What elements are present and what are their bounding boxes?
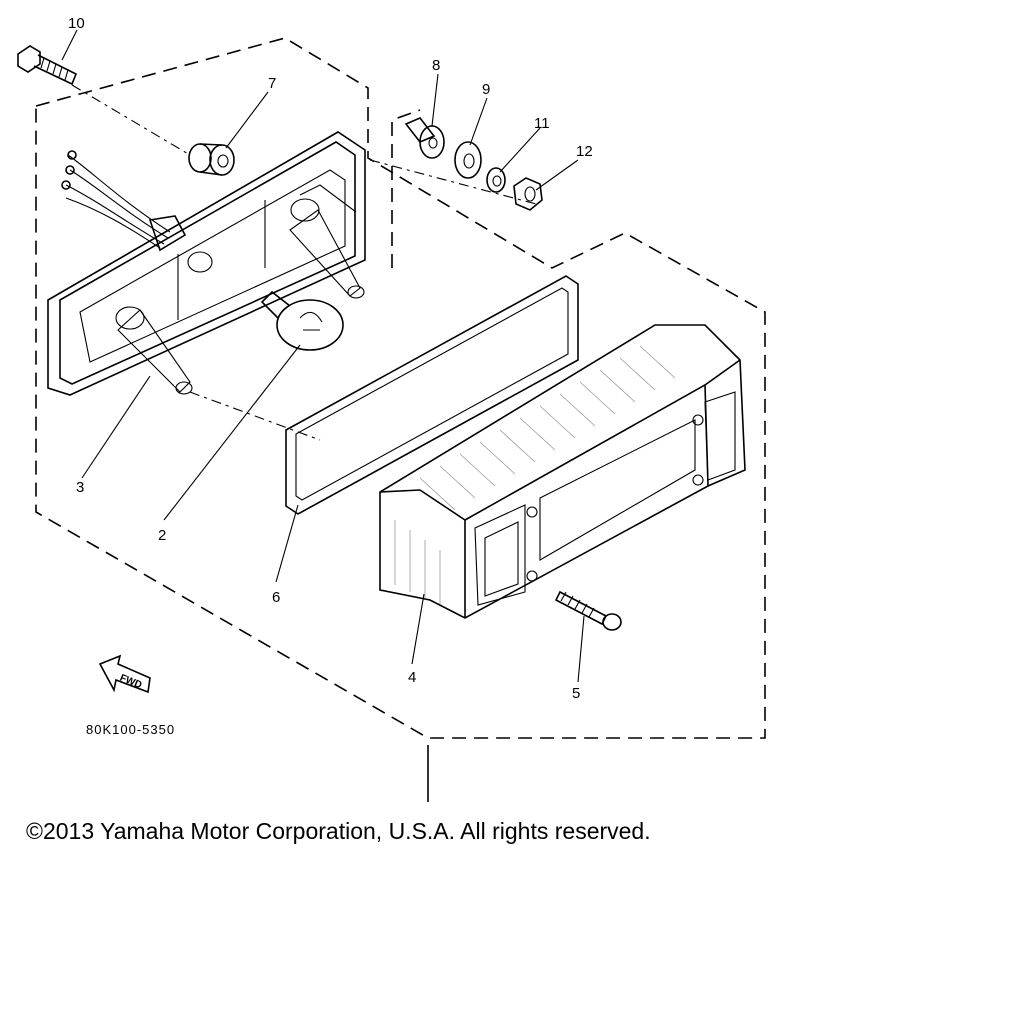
bolt-10 xyxy=(17,45,78,86)
part-label-4: 4 xyxy=(408,669,416,686)
part-label-8: 8 xyxy=(432,57,440,74)
washer-9 xyxy=(454,141,482,179)
part-label-5: 5 xyxy=(572,685,580,702)
part-label-9: 9 xyxy=(482,81,490,98)
screw-5 xyxy=(554,590,622,631)
gasket-6 xyxy=(285,275,579,515)
part-label-11: 11 xyxy=(534,115,550,132)
fwd-label: FWD xyxy=(118,673,143,692)
lockwasher-11 xyxy=(486,167,506,193)
wire-harness xyxy=(61,150,187,252)
bulb-2 xyxy=(260,290,344,351)
axis-line-lens xyxy=(189,391,321,441)
collar-8 xyxy=(404,117,445,159)
assembly-boundary xyxy=(35,37,766,739)
nut-12 xyxy=(513,177,543,211)
leader-lines xyxy=(61,29,585,683)
axis-line-bolt xyxy=(71,84,191,156)
part-label-6: 6 xyxy=(272,589,280,606)
diagram-code: 80K100-5350 xyxy=(86,722,175,737)
hardware-bracket xyxy=(391,109,421,268)
fwd-arrow-icon: FWD xyxy=(98,654,151,694)
copyright-notice: ©2013 Yamaha Motor Corporation, U.S.A. A… xyxy=(26,818,651,844)
part-label-7: 7 xyxy=(268,75,276,92)
part-label-12: 12 xyxy=(576,143,593,160)
axis-line-hardware xyxy=(369,159,541,206)
part-label-3: 3 xyxy=(76,479,84,496)
lamp-housing-3 xyxy=(47,131,366,396)
grommet-7 xyxy=(188,143,235,176)
part-label-10: 10 xyxy=(68,15,85,32)
part-label-2: 2 xyxy=(158,527,166,544)
lens-4 xyxy=(379,324,746,619)
